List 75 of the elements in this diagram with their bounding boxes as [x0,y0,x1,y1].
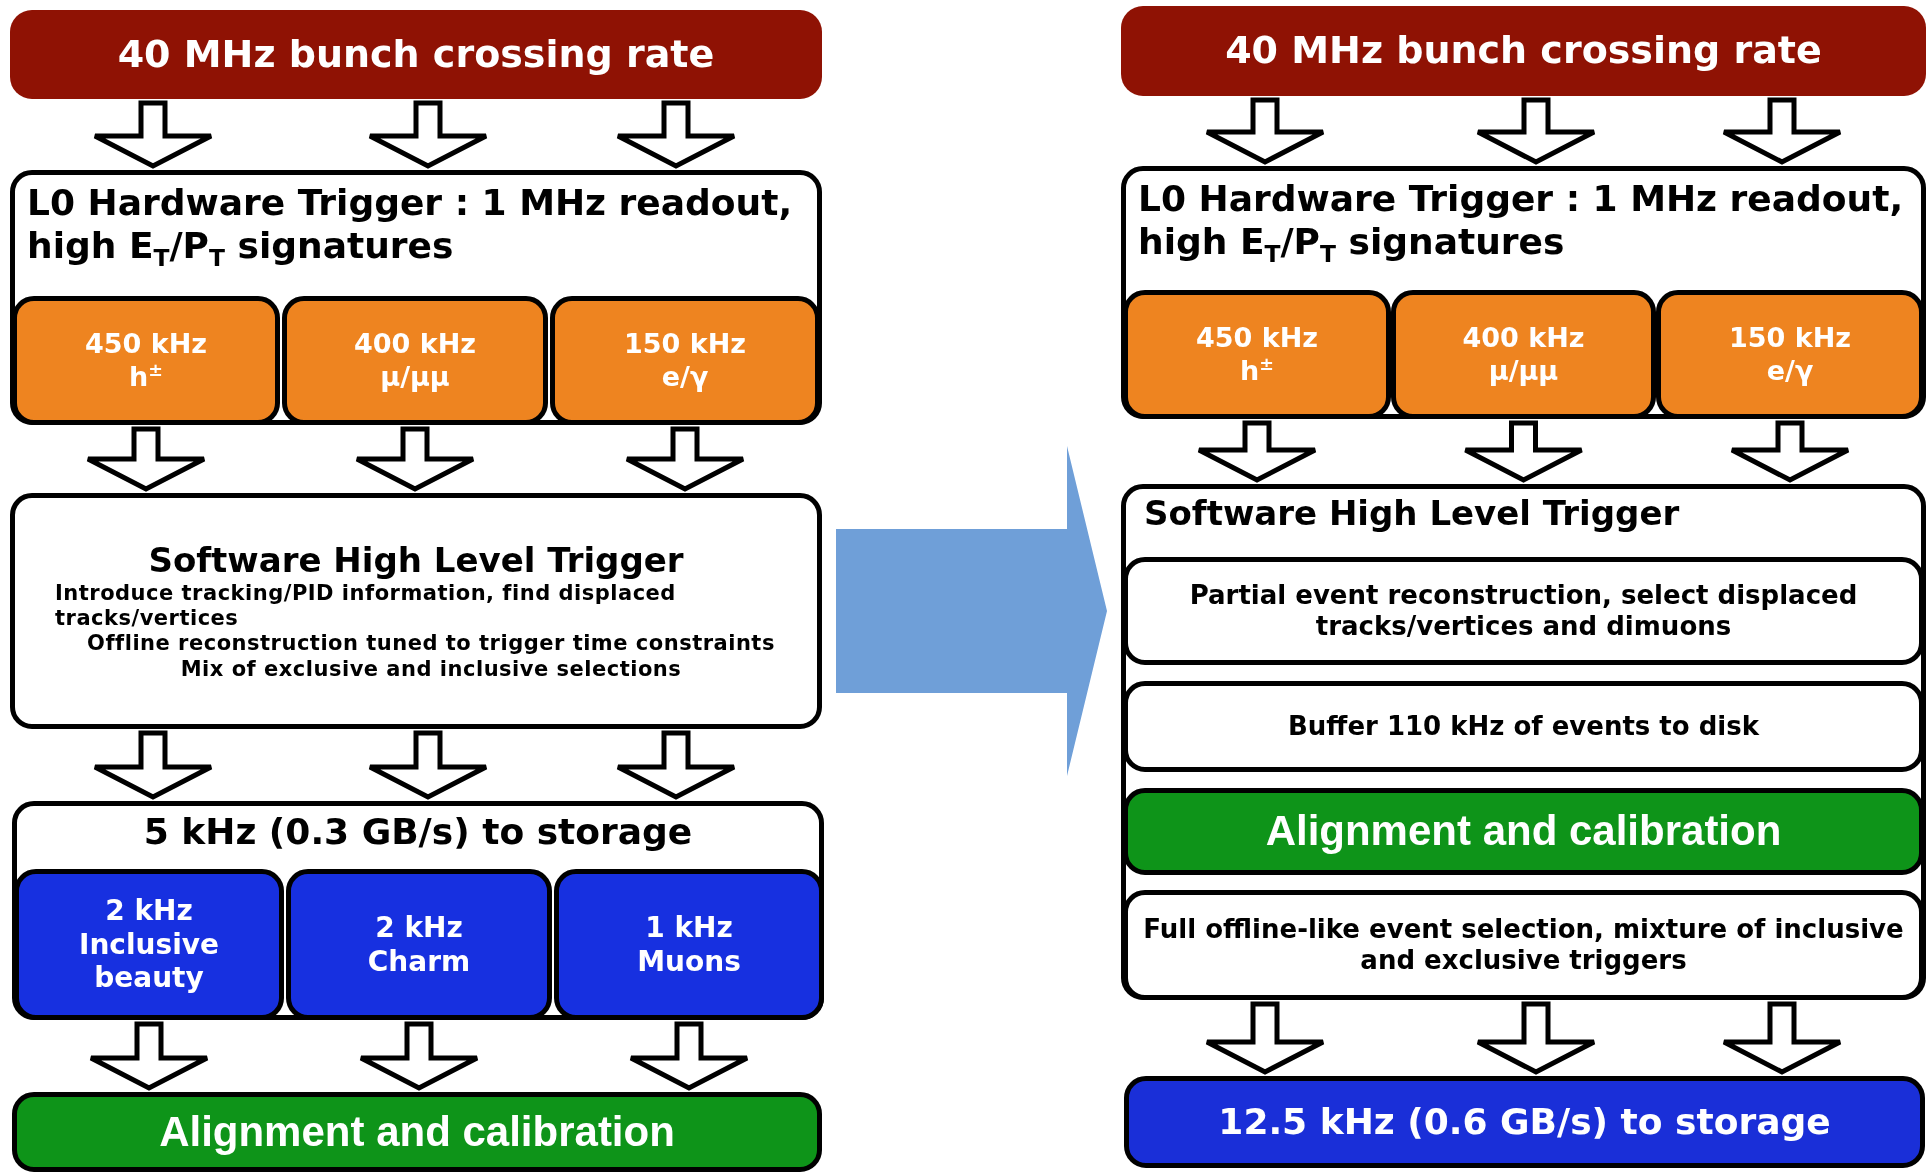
rate-box [550,296,820,425]
box-text: e/γ [661,360,709,393]
block-arrow [628,1021,750,1091]
box-text: Charm [367,944,471,979]
box-label: Alignment and calibration [1265,806,1782,857]
stream-box [554,869,824,1020]
block-arrow [1204,97,1326,165]
trigger-box [1121,166,1926,419]
stream-box [14,869,284,1020]
storage-banner [1124,1076,1925,1168]
box-text: h$^{±}$ [129,360,163,394]
box-label: 400 kHz [1462,322,1585,355]
box-text: Introduce tracking/PID information, find displaced tracks/vertices [54,581,677,632]
box-text: Offline reconstruction tuned to trigger time constraints [86,631,775,657]
box-label: 12.5 kHz (0.6 GB/s) to storage [1218,1100,1831,1144]
block-arrow [1463,420,1584,483]
process-box [1123,890,1924,1000]
box-label: 450 kHz [1196,321,1318,354]
rate-box [12,296,280,425]
rate-banner [10,10,822,99]
block-arrow [1475,1001,1597,1075]
block-arrow [1475,97,1597,165]
trigger-box [10,170,822,425]
box-text: μ/μμ [380,360,450,393]
block-arrow [85,426,207,492]
trigger-box [1121,484,1926,1000]
box-label: 2 kHz [375,910,463,945]
box-label: 450 kHz [85,327,207,360]
block-arrow [624,426,746,492]
block-arrow [1721,97,1843,165]
block-arrow [354,426,476,492]
block-arrow [358,1021,480,1091]
calibration-banner [1123,788,1924,875]
block-arrow [88,1021,210,1091]
box-label: 40 MHz bunch crossing rate [1225,28,1822,74]
rate-box [1656,290,1924,419]
box-label: Partial event reconstruction, select displaced tracks/vertices and dimuons [1188,579,1859,643]
box-label: 400 kHz [354,328,476,361]
block-arrow [1204,1001,1326,1075]
block-arrow [615,730,737,800]
rate-banner [1121,6,1926,96]
block-arrow [367,730,489,800]
box-label: Software High Level Trigger [148,540,684,581]
box-text: μ/μμ [1488,354,1559,387]
box-label: 1 kHz [645,910,733,945]
calibration-banner [12,1092,822,1172]
box-label: Buffer 110 kHz of events to disk [1288,710,1759,743]
box-text: Inclusive beauty [78,927,220,995]
block-arrow [836,446,1107,776]
trigger-box [10,493,822,729]
process-box [1123,681,1924,772]
block-arrow [92,100,214,169]
block-arrow [92,730,214,800]
box-label: 2 kHz [105,894,193,928]
block-arrow [1729,420,1851,483]
box-title: 5 kHz (0.3 GB/s) to storage [142,810,694,854]
box-label: 40 MHz bunch crossing rate [117,31,715,78]
box-label: Full offline-like event selection, mixture of inclusive and exclusive triggers [1142,913,1905,977]
box-text: h$^{±}$ [1240,354,1274,388]
storage-box [12,801,824,1020]
block-arrow [367,100,489,169]
box-text: Muons [637,944,741,979]
block-arrow [615,100,737,169]
box-label: 150 kHz [624,328,746,361]
rate-box [1123,290,1391,419]
box-label: Alignment and calibration [159,1106,675,1157]
block-arrow [1196,420,1318,483]
process-box [1123,557,1924,665]
box-label: 150 kHz [1729,322,1851,355]
box-title: L0 Hardware Trigger : 1 MHz readout, high E$_{T}$/P$_{T}$ signatures [1138,177,1905,269]
box-title: Software High Level Trigger [1144,493,1681,534]
box-text: Mix of exclusive and inclusive selections [179,656,682,682]
box-title: L0 Hardware Trigger : 1 MHz readout, high E$_{T}$/P$_{T}$ signatures [27,181,794,273]
box-text: e/γ [1766,354,1814,387]
block-arrow [1721,1001,1843,1075]
